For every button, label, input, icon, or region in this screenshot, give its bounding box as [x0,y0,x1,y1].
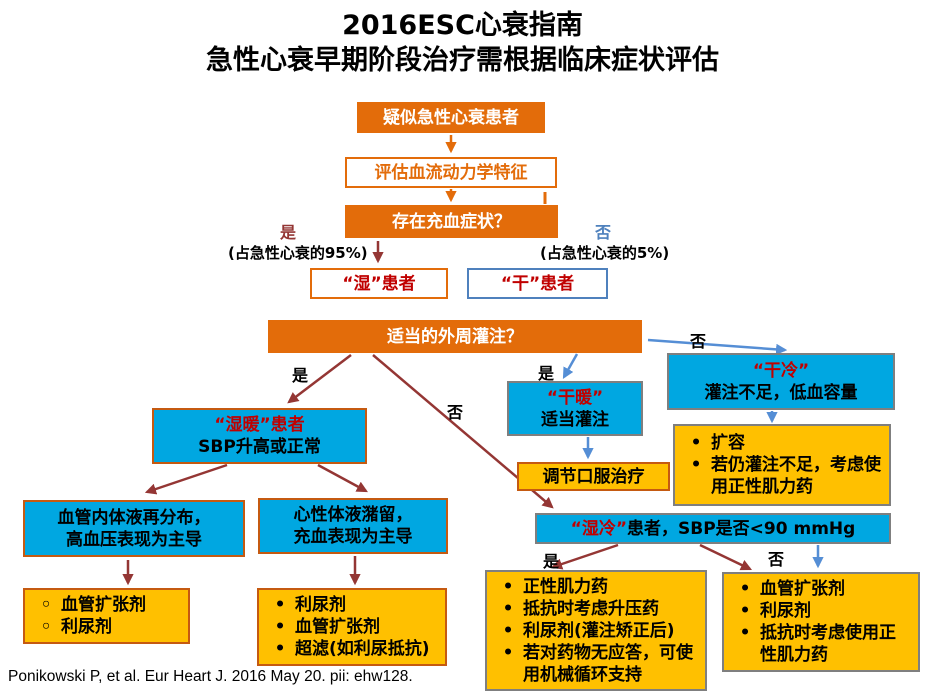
node-wet-warm-title: “湿暖”患者 [214,415,305,435]
list-item-text: 利尿剂 [295,595,346,615]
bullet-icon: • [274,617,286,637]
node-wet-patient: “湿”患者 [310,268,448,299]
node-dry-warm: “干暖” 适当灌注 [507,381,643,436]
list-item-text: 若仍灌注不足，考虑使用正性肌力药 [711,455,881,497]
bullet-icon: • [502,642,514,663]
bullet-icon: • [739,579,751,599]
node-adjust-oral-therapy-label: 调节口服治疗 [542,466,645,487]
citation-text: Ponikowski P, et al. Eur Heart J. 2016 M… [8,668,413,685]
node-wet-cold-rest: 患者，SBP是否<90 mmHg [627,518,856,539]
node-diuretic-list: • 利尿剂 • 血管扩张剂 • 超滤(如利尿抵抗) [257,588,447,666]
label-no-vasodilators: 否 [768,550,785,569]
list-item: • 利尿剂 [730,600,912,622]
node-vasodilator-diuretic: ◦ 血管扩张剂 ◦ 利尿剂 [23,588,190,644]
list-item: • 血管扩张剂 [265,616,439,638]
list-item: • 抵抗时考虑使用正性肌力药 [730,622,912,666]
list-item: • 若对药物无应答，可使用机械循环支持 [493,642,699,686]
list-item-text: 若对药物无应答，可使用机械循环支持 [523,642,693,685]
label-yes-inotropes: 是 [543,552,560,571]
arrow-wetcold-vasodilators2 [699,543,753,571]
node-perfusion-question: 适当的外周灌注？ [268,320,642,353]
arrow-perfusion-drywarm [562,353,579,379]
list-item: • 若仍灌注不足，考虑使用正性肌力药 [681,454,883,498]
node-vasodilator-list-2: • 血管扩张剂 • 利尿剂 • 抵抗时考虑使用正性肌力药 [722,572,920,672]
node-dry-cold-subtitle: 灌注不足，低血容量 [704,382,858,403]
list-item: ◦ 利尿剂 [31,616,182,638]
arrow-wetcold-inotropes [550,543,619,570]
list-item: ◦ 血管扩张剂 [31,594,182,616]
node-volume-expansion: • 扩容 • 若仍灌注不足，考虑使用正性肌力药 [673,424,891,506]
list-item-text: 血管扩张剂 [295,617,380,637]
label-no-5: 否 [595,223,612,242]
list-item-text: 血管扩张剂 [760,579,845,599]
arrow-perfusion-drycold [647,338,788,355]
bullet-icon: • [274,595,286,615]
list-item: • 超滤(如利尿抵抗) [265,638,439,660]
node-suspected-ahf-label: 疑似急性心衰患者 [383,107,519,128]
label-yes-drywarm: 是 [538,364,555,383]
arrow-wetwarm-retention [317,463,368,493]
bullet-icon: • [739,601,751,621]
node-assess-hemodynamics-label: 评估血流动力学特征 [374,162,528,183]
node-redistribution-line2: 高血压表现为主导 [66,529,202,550]
list-item: • 血管扩张剂 [730,578,912,600]
bullet-icon: • [690,433,702,453]
list-item-text: 利尿剂(灌注矫正后) [523,620,675,641]
label-no-drycold: 否 [690,332,707,351]
node-assess-hemodynamics: 评估血流动力学特征 [345,157,557,188]
bullet-icon: ◦ [40,617,52,637]
list-item-text: 利尿剂 [760,601,811,621]
bullet-icon: • [502,576,514,597]
node-dry-patient: “干”患者 [467,268,608,299]
bullet-icon: ◦ [40,595,52,615]
list-item-text: 利尿剂 [61,617,112,637]
node-redistribution: 血管内体液再分布， 高血压表现为主导 [23,500,245,557]
label-yes-wetwarm: 是 [292,366,309,385]
node-dry-warm-title: “干暖” [546,387,604,408]
node-retention: 心性体液潴留， 充血表现为主导 [258,498,448,554]
list-item-text: 扩容 [711,433,745,453]
node-dry-patient-label: “干”患者 [500,273,575,294]
list-item: • 抵抗时考虑升压药 [493,598,699,620]
bullet-icon: • [739,623,751,643]
node-wet-patient-label: “湿”患者 [342,273,416,294]
list-item-text: 超滤(如利尿抵抗) [295,639,430,659]
page-title: 2016ESC心衰指南 急性心衰早期阶段治疗需根据临床症状评估 [0,8,925,78]
node-dry-cold: “干冷” 灌注不足，低血容量 [667,353,895,410]
node-perfusion-question-label: 适当的外周灌注？ [387,326,523,347]
node-redistribution-line1: 血管内体液再分布， [57,507,211,528]
node-congestion-question-label: 存在充血症状？ [392,211,511,232]
node-retention-line1: 心性体液潴留， [293,505,413,525]
bullet-icon: • [274,639,286,659]
node-retention-line2: 充血表现为主导 [293,527,413,547]
title-line-1: 2016ESC心衰指南 [342,10,583,41]
list-item-text: 抵抗时考虑升压药 [523,598,659,619]
node-wet-warm-subtitle: SBP升高或正常 [198,437,321,457]
list-item-text: 正性肌力药 [523,576,608,597]
list-item: • 利尿剂 [265,594,439,616]
title-line-2: 急性心衰早期阶段治疗需根据临床症状评估 [206,45,719,76]
node-inotrope-list: • 正性肌力药 • 抵抗时考虑升压药 • 利尿剂(灌注矫正后) • 若对药物无应… [485,570,707,691]
list-item: • 利尿剂(灌注矫正后) [493,620,699,642]
node-congestion-question: 存在充血症状？ [345,205,558,238]
label-pct-5: (占急性心衰的5%) [540,244,670,262]
node-wet-cold-title: “湿冷” [570,518,628,539]
list-item: • 正性肌力药 [493,576,699,598]
list-item-text: 血管扩张剂 [61,595,146,615]
node-dry-warm-subtitle: 适当灌注 [541,409,609,430]
bullet-icon: • [502,598,514,619]
label-no-wetcold: 否 [447,403,464,422]
node-adjust-oral-therapy: 调节口服治疗 [517,462,670,491]
label-pct-95: (占急性心衰的95%) [228,244,368,262]
node-suspected-ahf: 疑似急性心衰患者 [357,102,545,133]
list-item-text: 抵抗时考虑使用正性肌力药 [760,623,896,665]
node-wet-warm: “湿暖”患者 SBP升高或正常 [152,408,367,464]
label-yes-95: 是 [280,223,297,242]
node-wet-cold: “湿冷” 患者，SBP是否<90 mmHg [535,513,891,544]
bullet-icon: • [690,455,702,475]
arrow-wetwarm-redistribution [144,463,228,495]
node-dry-cold-title: “干冷” [752,360,810,381]
bullet-icon: • [502,620,514,641]
list-item: • 扩容 [681,432,883,454]
